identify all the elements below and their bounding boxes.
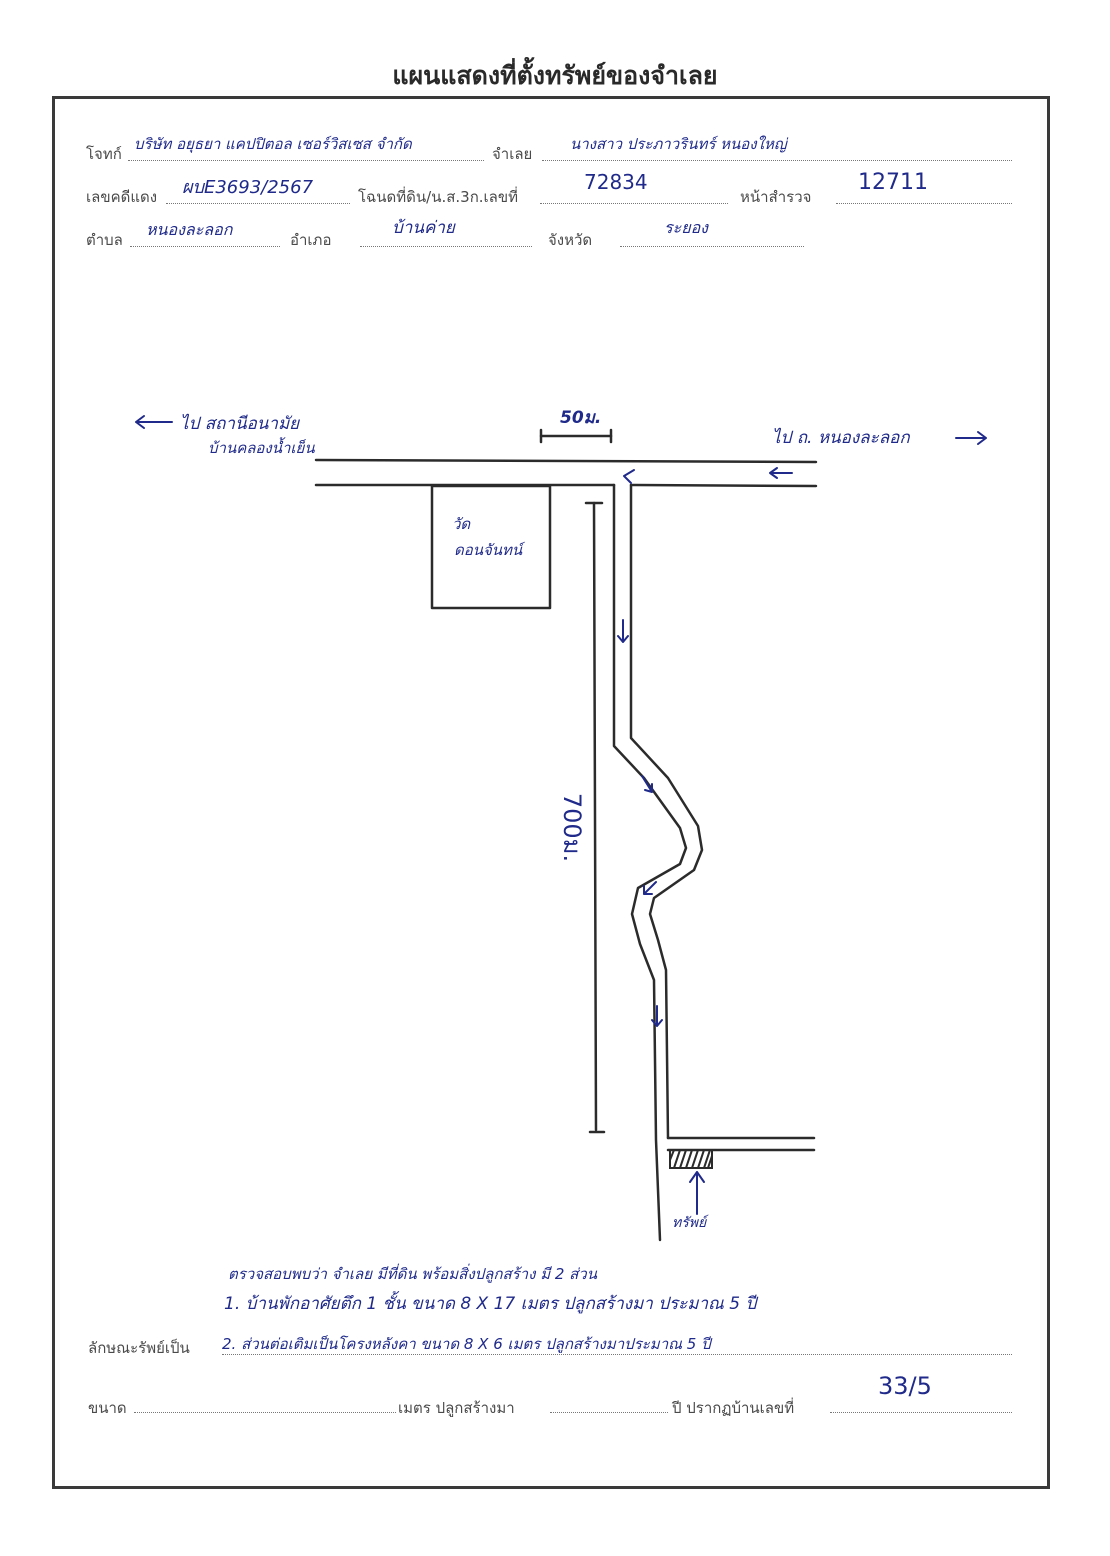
right-destination: ไป ถ. หนองละลอก: [772, 428, 910, 448]
road-arrow-4: [651, 1005, 663, 1027]
district-label: อำเภอ: [290, 231, 332, 249]
defendant-label: จำเลย: [492, 145, 533, 163]
case-value: ผบE3693/2567: [182, 177, 314, 198]
district-dotted-line: [360, 246, 532, 247]
left-destination-line1: ไป สถานีอนามัย: [180, 414, 300, 434]
document-frame: [52, 96, 1050, 1489]
road-arrow-1: [617, 619, 629, 643]
case-label: เลขคดีแดง: [86, 188, 158, 206]
deed-value: 72834: [584, 170, 648, 194]
subdistrict-label: ตำบล: [86, 231, 123, 249]
property-pointer-arrow: [689, 1171, 705, 1215]
temple-label-line1: วัด: [452, 515, 471, 533]
property-marker-block: [669, 1149, 713, 1169]
road-arrow-3: [643, 881, 657, 895]
side-road-right-edge: [629, 483, 704, 1140]
size-label: ขนาด: [88, 1399, 127, 1417]
temple-label-line2: ดอนจันทน์: [454, 541, 523, 559]
left-destination-line2: บ้านคลองน้ำเย็น: [208, 439, 315, 457]
notes-line2: 1. บ้านพักอาศัยตึก 1 ชั้น ขนาด 8 X 17 เม…: [224, 1294, 757, 1314]
province-value: ระยอง: [664, 218, 708, 237]
subdistrict-dotted-line: [130, 246, 280, 247]
plaintiff-value: บริษัท อยุธยา แคปปิตอล เซอร์วิสเซส จำกัด: [134, 135, 412, 153]
scale-label: 50ม.: [560, 408, 602, 428]
property-marker-label: ทรัพย์: [672, 1215, 707, 1231]
house-no-value: 33/5: [878, 1372, 932, 1400]
notes-line1: ตรวจสอบพบว่า จำเลย มีที่ดิน พร้อมสิ่งปลู…: [228, 1265, 597, 1283]
main-road-top-edge: [314, 458, 818, 464]
distance-measure-line: [592, 501, 598, 1132]
road-arrow-2: [641, 775, 653, 793]
property-desc-label: ลักษณะรัพย์เป็น: [88, 1339, 190, 1357]
main-road-bottom-edge-right: [629, 483, 818, 488]
province-dotted-line: [620, 246, 804, 247]
side-road-left-edge: [612, 483, 688, 1242]
page-title: แผนแสดงที่ตั้งทรัพย์ของจำเลย: [392, 61, 718, 90]
notes-line3: 2. ส่วนต่อเติมเป็นโครงหลังคา ขนาด 8 X 6 …: [222, 1335, 711, 1353]
deed-dotted-line: [540, 203, 728, 204]
plaintiff-dotted-line: [128, 160, 484, 161]
house-no-dotted-line: [830, 1412, 1012, 1413]
size-dotted-line: [134, 1412, 396, 1413]
property-desc-dotted-line: [222, 1354, 1012, 1355]
case-dotted-line: [166, 203, 350, 204]
province-label: จังหวัด: [548, 231, 593, 249]
temple-plot: [430, 484, 552, 610]
district-value: บ้านค่าย: [392, 218, 455, 238]
survey-value: 12711: [858, 170, 928, 195]
year-label: ปี ปรากฏบ้านเลขที่: [672, 1399, 795, 1417]
built-years-dotted-line: [550, 1412, 668, 1413]
plaintiff-label: โจทก์: [86, 145, 122, 163]
survey-dotted-line: [836, 203, 1012, 204]
road-arrow-corner: [623, 469, 635, 484]
size-unit-label: เมตร ปลูกสร้างมา: [398, 1399, 515, 1417]
road-arrow-main: [769, 467, 793, 479]
defendant-dotted-line: [542, 160, 1012, 161]
subdistrict-value: หนองละลอก: [146, 220, 233, 239]
left-direction-arrow: [135, 415, 173, 429]
right-direction-arrow: [955, 431, 987, 445]
deed-label: โฉนดที่ดิน/น.ส.3ก.เลขที่: [358, 188, 519, 206]
distance-label: 700ม.: [558, 792, 587, 863]
survey-label: หน้าสำรวจ: [740, 188, 812, 206]
defendant-value: นางสาว ประภาวรินทร์ หนองใหญ่: [570, 135, 787, 153]
